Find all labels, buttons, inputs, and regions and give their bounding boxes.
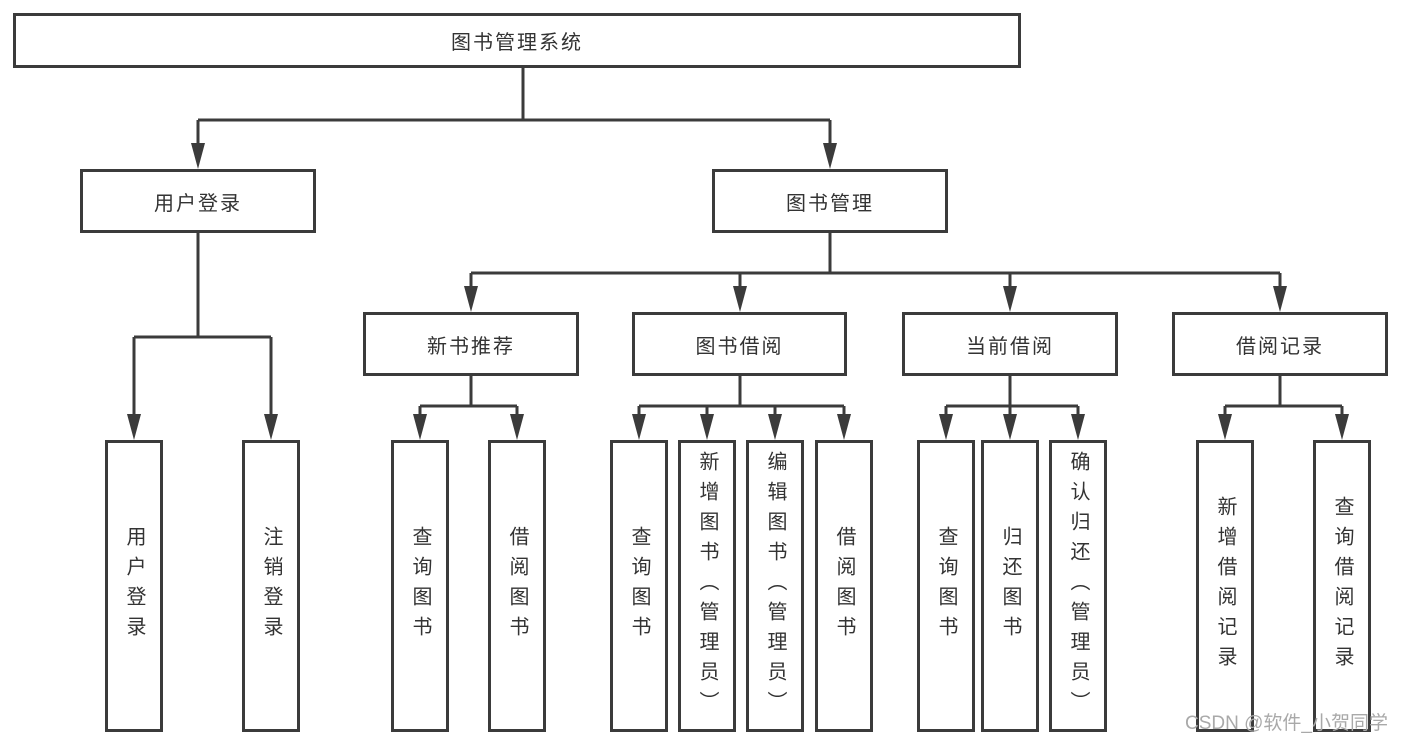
- csdn-watermark: CSDN @软件_小贺同学: [1185, 713, 1388, 734]
- leaf-borrow-query-books: 查询图书: [610, 440, 668, 732]
- node-book-borrowing: 图书借阅: [632, 312, 847, 376]
- node-current-borrowing: 当前借阅: [902, 312, 1118, 376]
- node-library-system-root: 图书管理系统: [13, 13, 1021, 68]
- node-book-management: 图书管理: [712, 169, 948, 233]
- leaf-confirm-return-admin: 确认归还（管理员）: [1049, 440, 1107, 732]
- leaf-logout: 注销登录: [242, 440, 300, 732]
- connector-userlogin-to-leaves: [132, 233, 273, 418]
- connector-records-to-leaves: [1223, 376, 1344, 418]
- leaf-return-books: 归还图书: [981, 440, 1039, 732]
- connector-current-to-leaves: [944, 376, 1080, 418]
- connector-root-to-level2: [196, 68, 832, 148]
- leaf-current-query-books: 查询图书: [917, 440, 975, 732]
- leaf-add-borrow-record: 新增借阅记录: [1196, 440, 1254, 732]
- leaf-edit-books-admin: 编辑图书（管理员）: [746, 440, 804, 732]
- leaf-user-login: 用户登录: [105, 440, 163, 732]
- leaf-borrow-books: 借阅图书: [815, 440, 873, 732]
- node-borrowing-records: 借阅记录: [1172, 312, 1388, 376]
- leaf-recommend-borrow-books: 借阅图书: [488, 440, 546, 732]
- node-user-login: 用户登录: [80, 169, 316, 233]
- leaf-query-borrow-record: 查询借阅记录: [1313, 440, 1371, 732]
- arrowheads: [127, 143, 1349, 440]
- connector-recommend-to-leaves: [418, 376, 519, 418]
- connector-bookmgmt-to-level3: [469, 233, 1282, 290]
- leaf-recommend-query-books: 查询图书: [391, 440, 449, 732]
- leaf-add-books-admin: 新增图书（管理员）: [678, 440, 736, 732]
- connector-borrow-to-leaves: [637, 376, 846, 418]
- node-new-book-recommend: 新书推荐: [363, 312, 579, 376]
